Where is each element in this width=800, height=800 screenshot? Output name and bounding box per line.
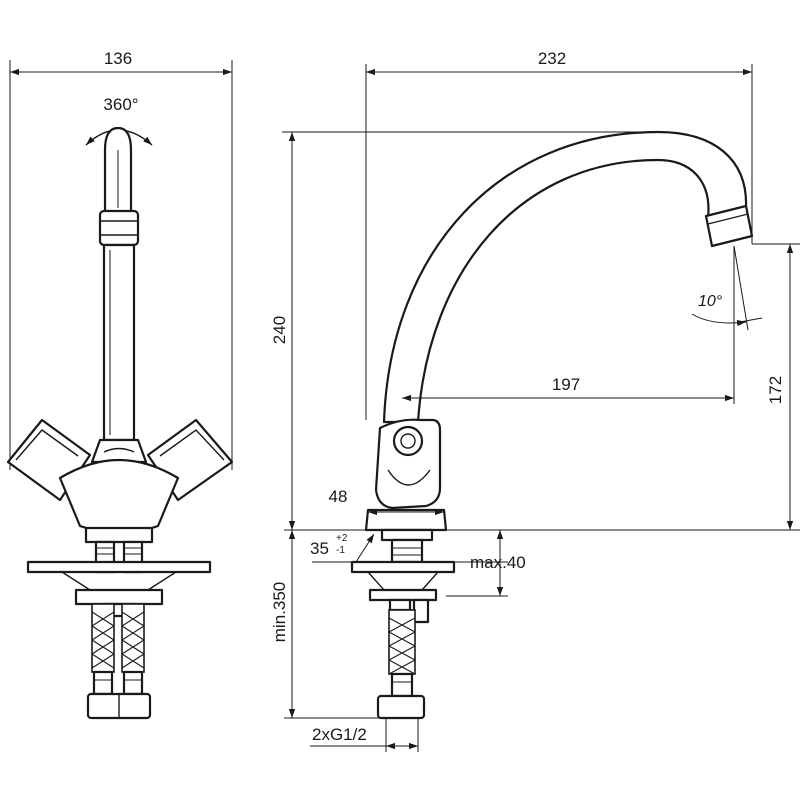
base-front	[84, 526, 154, 544]
braid-pattern-front	[91, 611, 145, 669]
dim-spout-angle: 10°	[698, 293, 723, 310]
indicator-cap	[392, 425, 424, 457]
spout-side	[382, 130, 748, 424]
dim-height-spout: 240	[270, 316, 289, 344]
side-view: 232 240 48 35 +2 -1	[270, 49, 800, 752]
dim-rotation: 360°	[103, 95, 138, 114]
base-side	[364, 508, 448, 532]
dim-spout-reach: 197	[552, 375, 580, 394]
dim-base-width: 48	[329, 487, 348, 506]
angle-arc	[691, 313, 747, 327]
dim-height-outlet: 172	[766, 376, 785, 404]
aerator-front	[98, 209, 140, 247]
dim-deck-thickness: max.40	[470, 553, 526, 572]
mounting-plate-front	[26, 560, 212, 574]
dim-front-width: 136	[104, 49, 132, 68]
mixer-head-side	[374, 418, 442, 510]
mixer-body-front	[58, 458, 180, 535]
dim-connection: 2xG1/2	[312, 725, 367, 744]
column-front	[102, 243, 136, 442]
dim-hole-tol-minus: -1	[336, 545, 345, 556]
dim-hole-diameter: 35	[310, 539, 329, 558]
dim-hole-tol-plus: +2	[336, 533, 348, 544]
mounting-plate-side	[350, 560, 456, 574]
dim-side-width: 232	[538, 49, 566, 68]
hose-nut-side	[376, 694, 426, 720]
dim-hose-length: min.350	[270, 582, 289, 642]
front-view: 136 360°	[6, 49, 234, 720]
column-nut	[90, 438, 148, 464]
